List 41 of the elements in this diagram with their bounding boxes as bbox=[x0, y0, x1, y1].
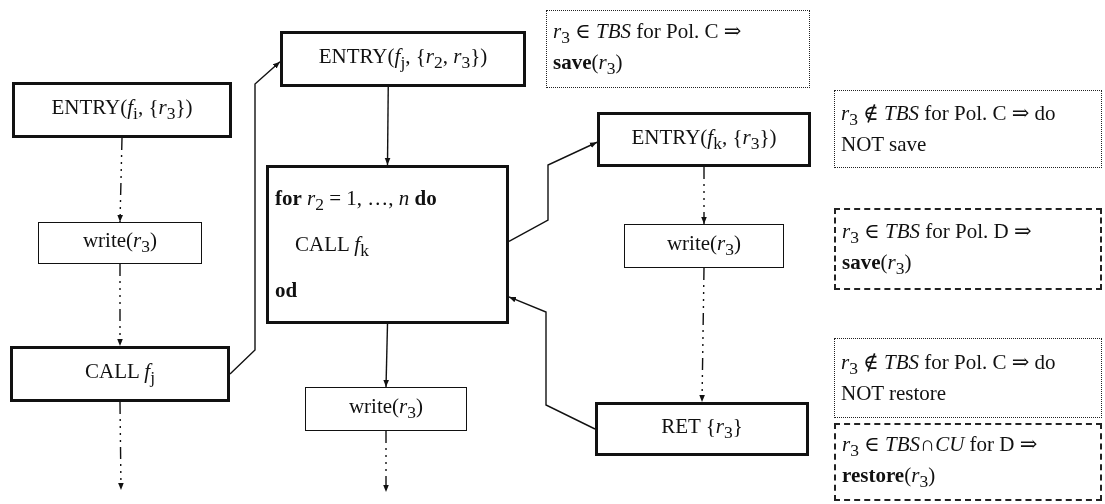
entry-box bbox=[280, 31, 526, 87]
note-text: r$_{3}$ ∈ TBS for Pol. D ⇒ save(r$_{3}$) bbox=[841, 218, 1033, 280]
arrow bbox=[229, 61, 281, 375]
box-label: od bbox=[275, 277, 298, 304]
box-label: write(r$_{3}$) bbox=[82, 227, 158, 259]
arrow bbox=[701, 166, 707, 225]
arrow bbox=[117, 137, 123, 223]
loop-box bbox=[266, 165, 509, 324]
box-label: ENTRY(f$_{i}$, {r$_{3}$}) bbox=[51, 94, 193, 126]
note-box bbox=[834, 90, 1102, 168]
process-box bbox=[305, 387, 467, 431]
box-label: write(r$_{3}$) bbox=[666, 230, 742, 262]
call-box bbox=[10, 346, 230, 402]
arrow bbox=[508, 141, 598, 242]
note-box bbox=[834, 208, 1102, 290]
arrow bbox=[117, 263, 123, 347]
note-box bbox=[834, 423, 1102, 501]
arrow bbox=[383, 323, 389, 388]
note-box bbox=[834, 338, 1102, 418]
entry-box bbox=[12, 82, 232, 138]
box-label: ENTRY(f$_{k}$, {r$_{3}$}) bbox=[631, 123, 777, 156]
note-box bbox=[546, 10, 810, 88]
arrow bbox=[508, 296, 596, 430]
arrow bbox=[118, 401, 124, 491]
box-label: write(r$_{3}$) bbox=[348, 393, 424, 425]
arrow bbox=[699, 267, 705, 403]
process-box bbox=[38, 222, 202, 264]
entry-box bbox=[597, 112, 811, 167]
box-label: CALL f$_{k}$ bbox=[294, 231, 369, 263]
box-label: CALL f$_{j}$ bbox=[85, 358, 155, 390]
box-label: for r$_{2}$ = 1, …, n do bbox=[275, 185, 437, 217]
arrow bbox=[383, 430, 389, 493]
box-label: ENTRY(f$_{j}$, {r$_{2}$, r$_{3}$}) bbox=[318, 43, 488, 75]
box-label: RET {r$_{3}$} bbox=[661, 413, 743, 445]
process-box bbox=[624, 224, 784, 268]
arrow bbox=[384, 86, 391, 166]
note-text: r$_{3}$ ∈ TBS for Pol. C ⇒ save(r$_{3}$) bbox=[552, 18, 743, 80]
note-text: r$_{3}$ ∉ TBS for Pol. C ⇒ do NOT save bbox=[840, 99, 1057, 158]
note-text: r$_{3}$ ∉ TBS for Pol. C ⇒ do NOT restore bbox=[840, 348, 1057, 407]
return-box bbox=[595, 402, 809, 456]
note-text: r$_{3}$ ∈ TBS∩CU for D ⇒ restore(r$_{3}$) bbox=[841, 431, 1039, 493]
